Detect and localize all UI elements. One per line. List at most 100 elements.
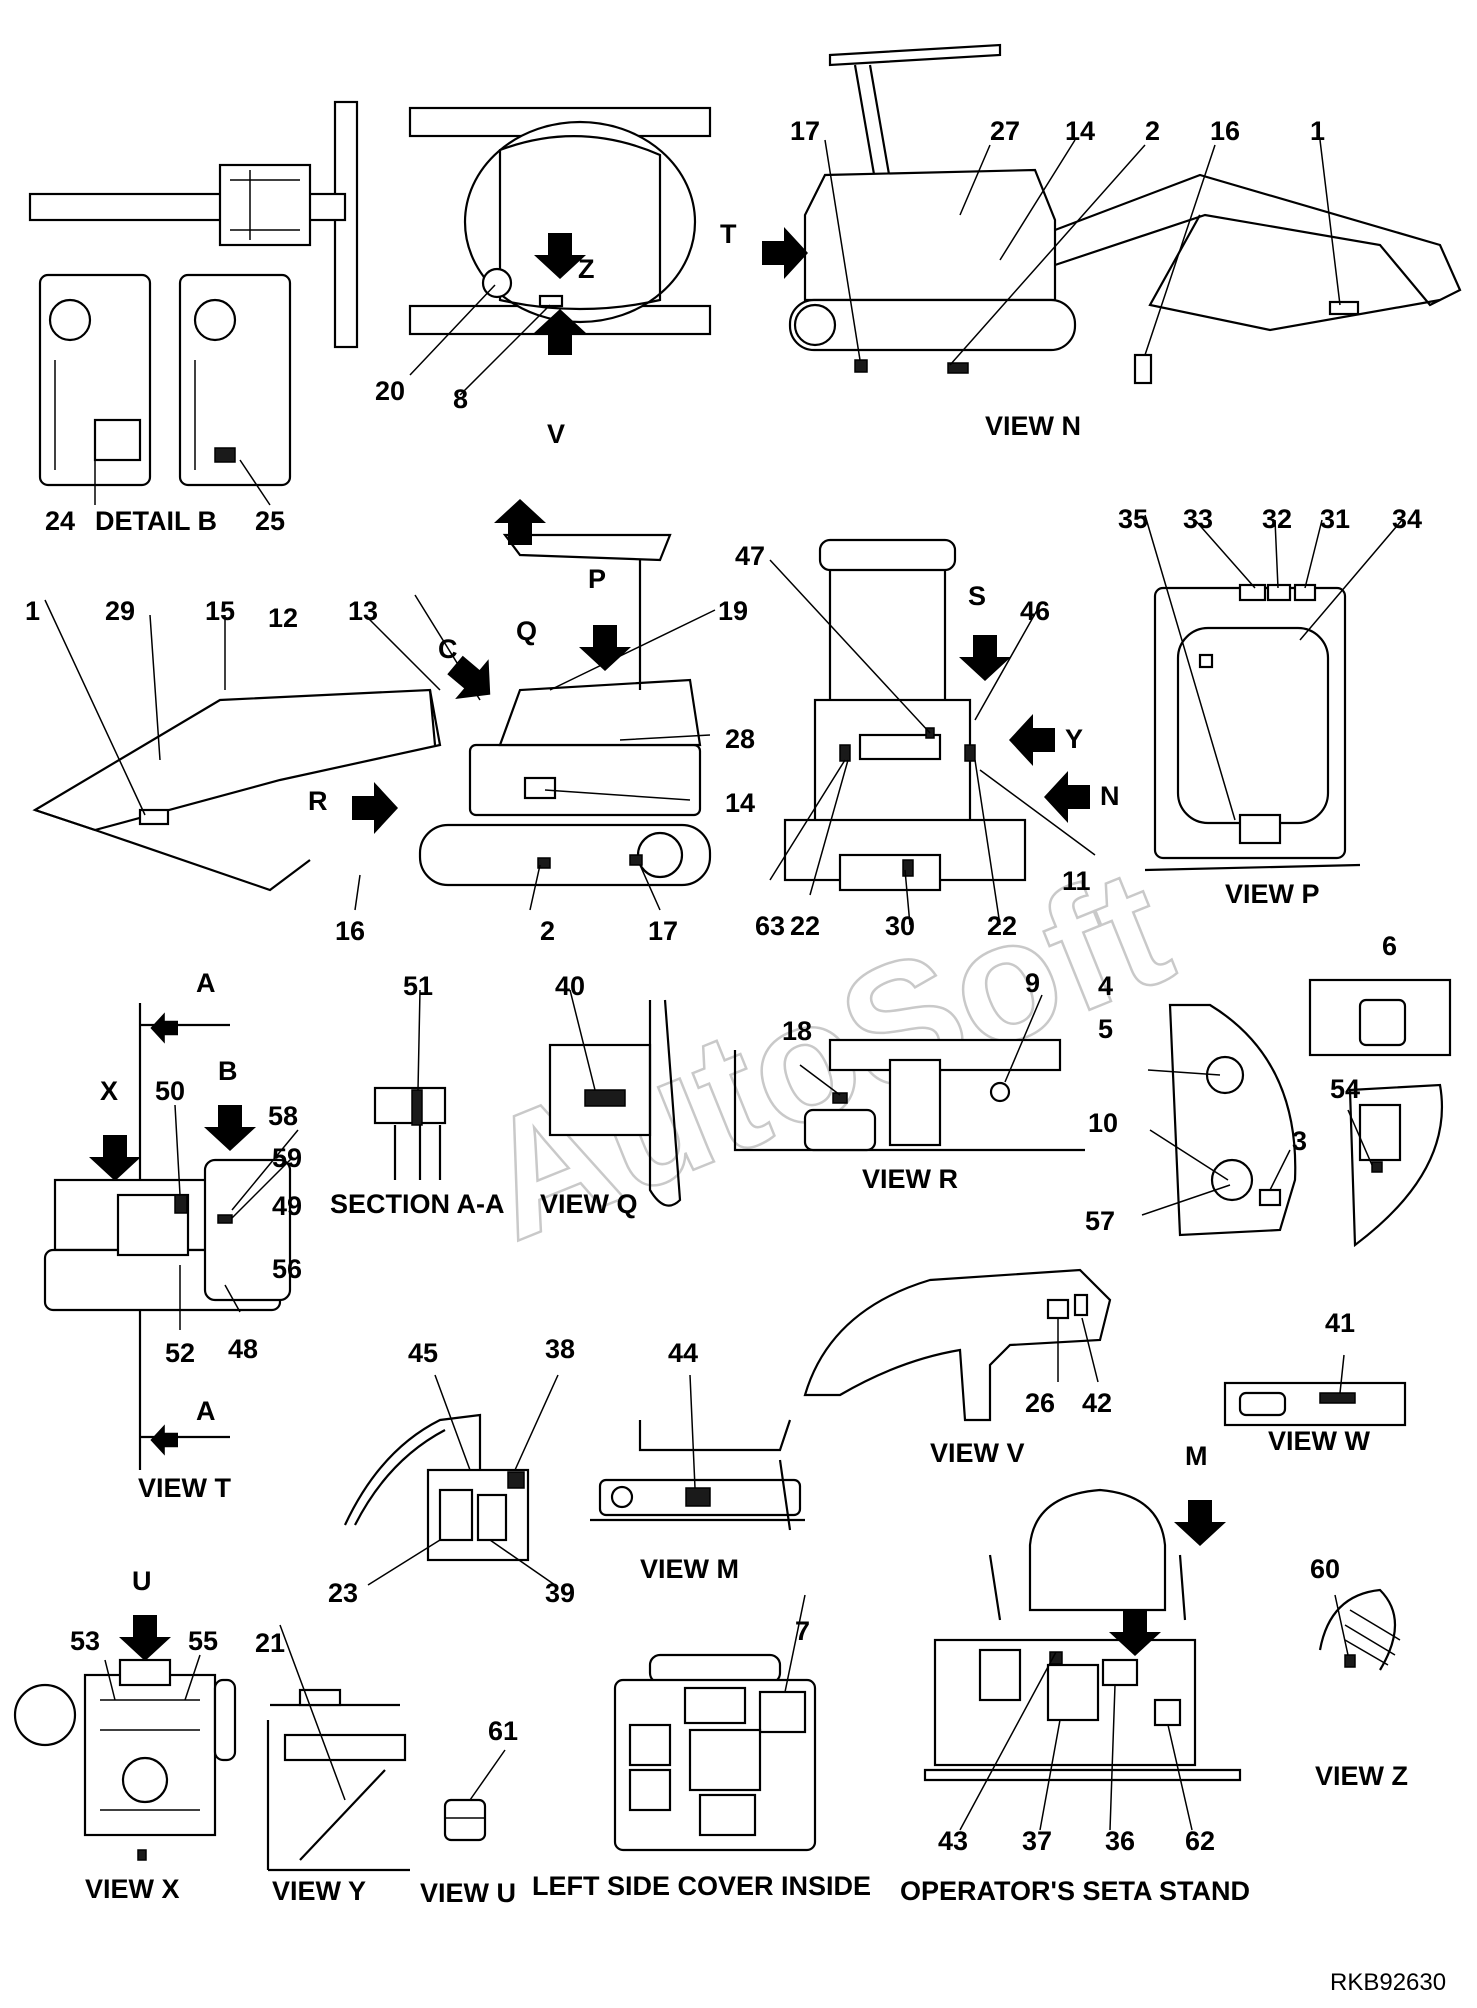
part-61: 61 xyxy=(488,1716,518,1746)
caption-view-z: VIEW Z xyxy=(1315,1761,1408,1791)
part-20: 20 xyxy=(375,376,405,406)
left-cover-drawing xyxy=(613,1653,817,1852)
caption-view-v: VIEW V xyxy=(930,1438,1025,1468)
part-15: 15 xyxy=(205,596,235,626)
part-44: 44 xyxy=(668,1338,698,1368)
view-u-drawing xyxy=(443,1798,487,1842)
part-19: 19 xyxy=(718,596,748,626)
part-6: 6 xyxy=(1382,931,1397,961)
part-5: 5 xyxy=(1098,1014,1113,1044)
part-28: 28 xyxy=(725,724,755,754)
labels-view-p: 35 33 32 31 34 VIEW P xyxy=(1118,504,1422,909)
caption-view-w: VIEW W xyxy=(1268,1426,1371,1456)
letter-c: C xyxy=(438,634,458,664)
letter-x: X xyxy=(100,1076,118,1106)
part-26: 26 xyxy=(1025,1388,1055,1418)
right-detail-drawing xyxy=(1168,1003,1297,1237)
view-q-drawing xyxy=(548,999,682,1207)
view-y-drawing xyxy=(266,1688,410,1872)
part-13: 13 xyxy=(348,596,378,626)
part-55: 55 xyxy=(188,1626,218,1656)
part-45: 45 xyxy=(408,1338,438,1368)
letter-n: N xyxy=(1100,781,1120,811)
letter-s: S xyxy=(968,581,986,611)
labels-cab-panel: 45 38 23 39 xyxy=(328,1334,575,1608)
labels-view-x: U 53 55 VIEW X xyxy=(70,1566,218,1904)
part-52: 52 xyxy=(165,1338,195,1368)
part-41: 41 xyxy=(1325,1308,1355,1338)
part-62: 62 xyxy=(1185,1826,1215,1856)
part-59: 59 xyxy=(272,1143,302,1173)
labels-view-v: 26 42 VIEW V xyxy=(930,1388,1112,1468)
view-v-drawing xyxy=(803,1268,1112,1422)
letter-a-bottom: A xyxy=(196,1396,216,1426)
part-24: 24 xyxy=(45,506,75,536)
part-16: 16 xyxy=(335,916,365,946)
cab-panel-drawing xyxy=(344,1413,530,1562)
labels-left-cover: 7 LEFT SIDE COVER INSIDE xyxy=(532,1616,871,1901)
labels-view-m: 44 VIEW M xyxy=(640,1338,739,1584)
caption-view-q: VIEW Q xyxy=(540,1189,638,1219)
part-17: 17 xyxy=(790,116,820,146)
part-49: 49 xyxy=(272,1191,302,1221)
part-9: 9 xyxy=(1025,968,1040,998)
part-21: 21 xyxy=(255,1628,285,1658)
part-1: 1 xyxy=(1310,116,1325,146)
part-17: 17 xyxy=(648,916,678,946)
part-33: 33 xyxy=(1183,504,1213,534)
part-51: 51 xyxy=(403,971,433,1001)
letter-u: U xyxy=(132,1566,152,1596)
section-aa-drawing xyxy=(373,1086,447,1180)
part-43: 43 xyxy=(938,1826,968,1856)
left-side-view-drawing xyxy=(32,533,712,892)
caption-view-m: VIEW M xyxy=(640,1554,739,1584)
part-30: 30 xyxy=(885,911,915,941)
part-42: 42 xyxy=(1082,1388,1112,1418)
part-23: 23 xyxy=(328,1578,358,1608)
part-40: 40 xyxy=(555,971,585,1001)
drawing-code: RKB92630 xyxy=(1330,1969,1446,1996)
labels-view-r: 18 9 VIEW R xyxy=(782,968,1040,1194)
labels-view-z: 60 VIEW Z xyxy=(1310,1554,1408,1791)
part-46: 46 xyxy=(1020,596,1050,626)
part-57: 57 xyxy=(1085,1206,1115,1236)
part-12: 12 xyxy=(268,603,298,633)
caption-section-aa: SECTION A-A xyxy=(330,1189,505,1219)
part-53: 53 xyxy=(70,1626,100,1656)
part-60: 60 xyxy=(1310,1554,1340,1584)
part-39: 39 xyxy=(545,1578,575,1608)
labels-view-q: 40 VIEW Q xyxy=(540,971,638,1219)
caption-view-t: VIEW T xyxy=(138,1473,232,1503)
part-14: 14 xyxy=(1065,116,1095,146)
part-29: 29 xyxy=(105,596,135,626)
view-r-drawing xyxy=(733,1038,1085,1152)
caption-view-r: VIEW R xyxy=(862,1164,958,1194)
letter-t: T xyxy=(720,219,737,249)
top-view-drawing xyxy=(28,100,712,349)
part-56: 56 xyxy=(272,1254,302,1284)
caption-view-p: VIEW P xyxy=(1225,879,1320,909)
labels-detail-b: 24 DETAIL B 25 xyxy=(45,506,285,536)
part-36: 36 xyxy=(1105,1826,1135,1856)
letter-r: R xyxy=(308,786,328,816)
part-3: 3 xyxy=(1292,1126,1307,1156)
labels-view-u: 61 VIEW U xyxy=(420,1716,518,1908)
part-27: 27 xyxy=(990,116,1020,146)
part-54: 54 xyxy=(1330,1074,1360,1104)
part-47: 47 xyxy=(735,541,765,571)
part-4: 4 xyxy=(1098,971,1113,1001)
part-1: 1 xyxy=(25,596,40,626)
part-31: 31 xyxy=(1320,504,1350,534)
view-m-drawing xyxy=(590,1419,805,1531)
labels-view-n: T 17 27 14 2 16 1 VIEW N xyxy=(720,116,1325,441)
part-7: 7 xyxy=(795,1616,810,1646)
letter-b: B xyxy=(218,1056,238,1086)
labels-left-side: C Q P R 1 29 15 12 13 19 28 14 16 2 17 xyxy=(25,564,755,946)
part-58: 58 xyxy=(268,1101,298,1131)
part-2: 2 xyxy=(1145,116,1160,146)
caption-seat-stand: OPERATOR'S SETA STAND xyxy=(900,1876,1250,1906)
view-t-drawing xyxy=(43,1003,292,1470)
part-34: 34 xyxy=(1392,504,1422,534)
view-p-drawing xyxy=(1144,583,1361,872)
